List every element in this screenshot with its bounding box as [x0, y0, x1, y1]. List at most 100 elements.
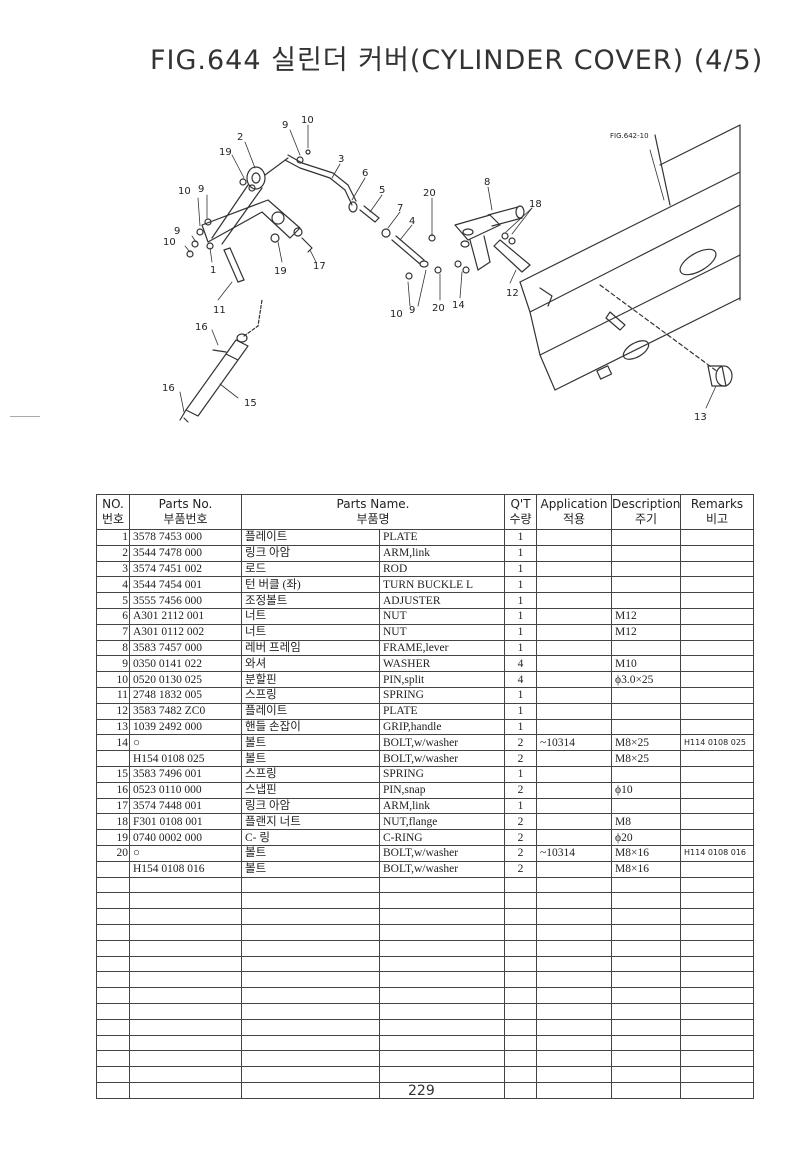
- empty-table-row: [96, 876, 755, 894]
- empty-cell: [680, 955, 755, 973]
- cell-no: 9: [96, 655, 130, 673]
- callout-9c: 9: [174, 226, 180, 237]
- empty-cell: [241, 923, 380, 941]
- callout-16: 16: [195, 322, 208, 333]
- callout-4: 4: [409, 216, 415, 227]
- cell-no: 7: [96, 623, 130, 641]
- empty-cell: [536, 908, 613, 925]
- callout-16b: 16: [162, 383, 175, 394]
- callout-9d: 9: [409, 305, 415, 316]
- cell-no: 12: [96, 702, 130, 720]
- cell-no: 13: [96, 718, 130, 736]
- frame-body: [519, 124, 741, 391]
- cell-name-en: FRAME,lever: [378, 639, 506, 657]
- cell-app: [536, 813, 613, 831]
- cell-no: 11: [96, 686, 130, 704]
- empty-cell: [378, 955, 506, 973]
- cell-name-en: PLATE: [378, 702, 506, 720]
- empty-cell: [241, 1066, 380, 1083]
- link-arm-assembly: [186, 149, 313, 258]
- empty-table-row: [96, 987, 755, 1004]
- empty-cell: [504, 923, 538, 941]
- cell-name-ko: 플레이트: [241, 529, 380, 546]
- empty-cell: [680, 876, 755, 894]
- leader-lines: [179, 124, 717, 413]
- empty-cell: [129, 971, 242, 989]
- cell-no: [96, 860, 130, 878]
- empty-cell: [129, 939, 242, 957]
- cell-name-ko: 스프링: [241, 765, 380, 783]
- cell-desc: [611, 544, 682, 562]
- empty-cell: [536, 971, 613, 989]
- callout-labels: 2 19 9 10 3 6 5 7 4 20 8 18 12 10 9 9 10…: [162, 115, 707, 423]
- empty-cell: [611, 892, 682, 910]
- cell-name-en: BOLT,w/washer: [378, 844, 506, 862]
- empty-cell: [378, 1050, 506, 1068]
- empty-cell: [241, 876, 380, 894]
- cell-part: 0350 0141 022: [129, 655, 242, 673]
- cell-app: ~10314: [536, 734, 613, 752]
- empty-cell: [680, 1002, 755, 1020]
- empty-cell: [129, 1081, 242, 1099]
- cell-name-en: NUT: [378, 623, 506, 641]
- empty-cell: [611, 971, 682, 989]
- empty-cell: [241, 971, 380, 989]
- cell-part: 3583 7496 001: [129, 765, 242, 783]
- cell-desc: M8×16: [611, 844, 682, 862]
- cell-qty: 1: [504, 560, 538, 578]
- cell-qty: 1: [504, 686, 538, 704]
- empty-cell: [611, 908, 682, 925]
- callout-1: 1: [210, 265, 216, 276]
- cell-rem: [680, 797, 755, 815]
- cell-rem: [680, 686, 755, 704]
- cell-qty: 1: [504, 623, 538, 641]
- cell-desc: [611, 765, 682, 783]
- empty-cell: [241, 908, 380, 925]
- cell-name-ko: 레버 프레임: [241, 639, 380, 657]
- cell-name-ko: 너트: [241, 607, 380, 625]
- cell-name-en: GRIP,handle: [378, 718, 506, 736]
- cell-no: 19: [96, 829, 130, 846]
- cell-no: 5: [96, 592, 130, 609]
- cell-app: [536, 671, 613, 688]
- empty-cell: [504, 955, 538, 973]
- cell-qty: 1: [504, 639, 538, 657]
- empty-cell: [611, 1018, 682, 1036]
- cell-qty: 4: [504, 671, 538, 688]
- cell-app: [536, 639, 613, 657]
- cell-app: [536, 576, 613, 594]
- empty-cell: [241, 1081, 380, 1099]
- cell-desc: [611, 639, 682, 657]
- empty-cell: [504, 1002, 538, 1020]
- cell-app: [536, 686, 613, 704]
- empty-cell: [241, 1034, 380, 1052]
- empty-cell: [96, 1081, 130, 1099]
- cell-app: [536, 750, 613, 767]
- cell-app: [536, 860, 613, 878]
- cell-rem: [680, 592, 755, 609]
- empty-cell: [96, 892, 130, 910]
- empty-cell: [378, 939, 506, 957]
- empty-cell: [680, 1066, 755, 1083]
- cell-desc: [611, 797, 682, 815]
- cell-rem: [680, 560, 755, 578]
- cell-part: 3583 7457 000: [129, 639, 242, 657]
- cell-rem: [680, 750, 755, 767]
- empty-cell: [378, 971, 506, 989]
- cell-name-en: C-RING: [378, 829, 506, 846]
- cell-name-en: PIN,split: [378, 671, 506, 688]
- cell-qty: 1: [504, 544, 538, 562]
- empty-cell: [96, 939, 130, 957]
- cell-qty: 1: [504, 607, 538, 625]
- cell-name-en: BOLT,w/washer: [378, 734, 506, 752]
- callout-9b: 9: [198, 184, 204, 195]
- empty-cell: [680, 892, 755, 910]
- cell-desc: [611, 686, 682, 704]
- cell-name-en: BOLT,w/washer: [378, 750, 506, 767]
